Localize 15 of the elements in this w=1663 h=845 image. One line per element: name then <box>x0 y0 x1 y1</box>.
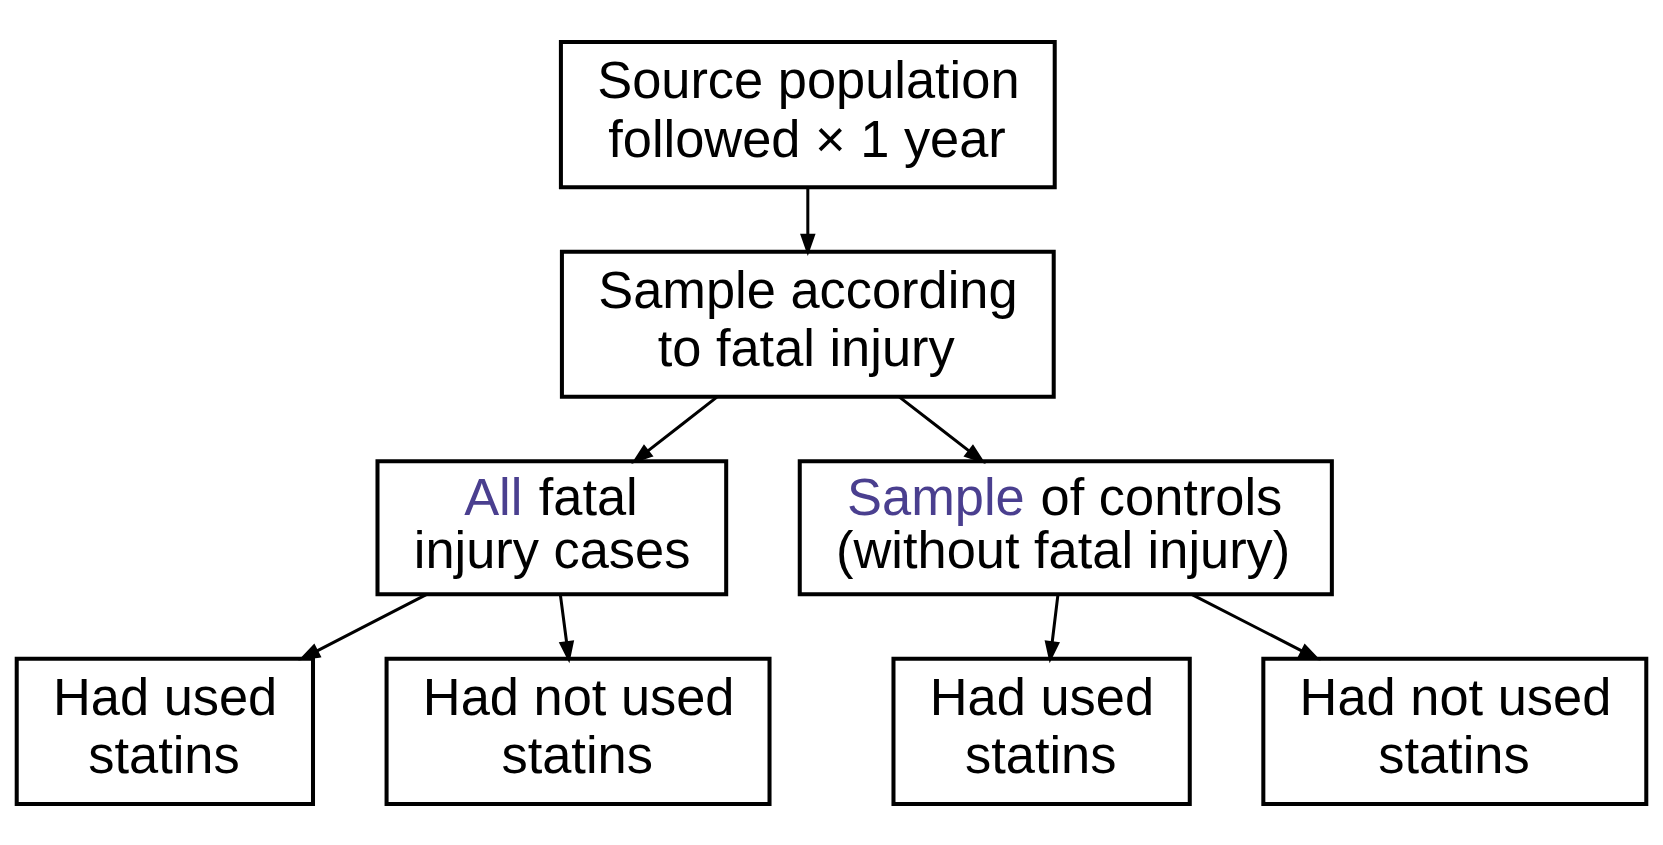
node-box: All fatal injury cases <box>375 458 729 596</box>
arrow <box>898 395 986 464</box>
arrow <box>1190 592 1321 661</box>
node-box: Had used statins <box>14 656 315 806</box>
arrow <box>800 186 816 256</box>
node-box: Sample of controls (without fatal injury) <box>797 458 1334 596</box>
node-box: Had not used statins <box>384 656 772 806</box>
arrow <box>558 593 575 663</box>
arrow <box>631 395 718 464</box>
node-box: Source population followed × 1 year <box>558 39 1057 189</box>
node-box: Sample according to fatal injury <box>559 249 1056 399</box>
arrow <box>1044 593 1060 663</box>
node-box: Had used statins <box>891 656 1192 806</box>
node-box: Had not used statins <box>1261 656 1649 806</box>
arrow <box>298 592 428 661</box>
